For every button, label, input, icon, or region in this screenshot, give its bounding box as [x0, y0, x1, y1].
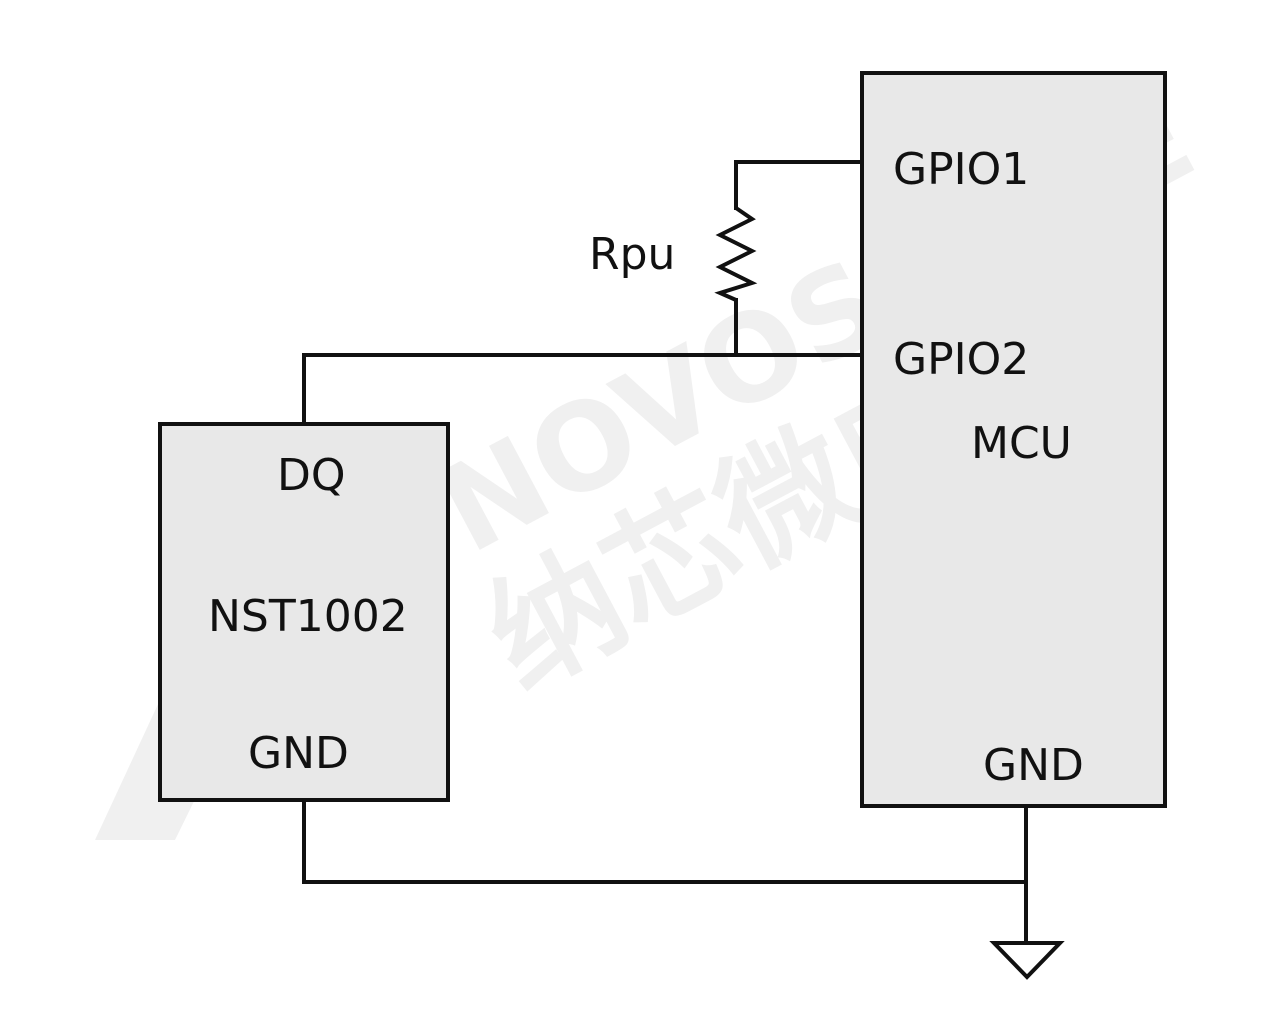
- ground-symbol: [989, 941, 1065, 980]
- resistor-label: Rpu: [589, 229, 675, 280]
- sensor-pin-dq-label: DQ: [277, 450, 346, 501]
- mcu-name-label: MCU: [971, 418, 1072, 469]
- pullup-resistor-symbol: [714, 206, 758, 302]
- mcu-pin-gpio1-label: GPIO1: [893, 144, 1029, 195]
- mcu-pin-gnd-label: GND: [983, 740, 1084, 791]
- wire-sensor-gnd-to-ground: [302, 799, 1028, 884]
- mcu-block: [860, 71, 1167, 808]
- mcu-pin-gpio2-label: GPIO2: [893, 334, 1029, 385]
- sensor-name-label: NST1002: [208, 591, 408, 642]
- wire-dq-to-gpio2: [302, 353, 864, 426]
- wire-gpio1-to-resistor: [734, 160, 864, 210]
- sensor-block: [158, 422, 450, 802]
- sensor-pin-gnd-label: GND: [248, 728, 349, 779]
